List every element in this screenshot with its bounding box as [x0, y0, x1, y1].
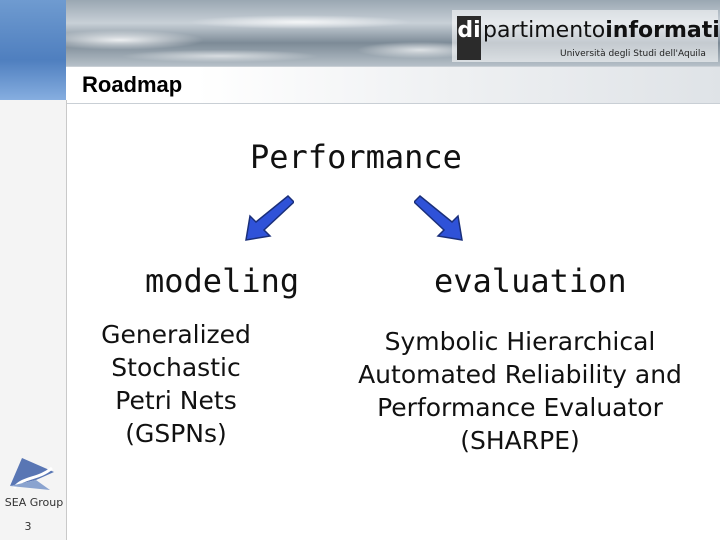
logo-wordmark-bold: informatica [605, 18, 720, 43]
desc-line: Generalized [101, 320, 251, 349]
page-number: 3 [24, 520, 32, 533]
sharpe-description: Symbolic Hierarchical Automated Reliabil… [340, 325, 700, 457]
logo-wordmark: partimentoinformatica [483, 16, 720, 46]
group-label: SEA Group [4, 496, 64, 509]
sea-group-logo-icon [10, 458, 54, 490]
slide-title: Roadmap [82, 72, 183, 97]
arrow-down-right-icon [414, 194, 463, 241]
desc-line: Petri Nets [115, 386, 237, 415]
desc-line: (SHARPE) [460, 426, 580, 455]
gspn-description: Generalized Stochastic Petri Nets (GSPNs… [88, 318, 264, 450]
modeling-label: modeling [145, 262, 300, 300]
title-bar [66, 66, 720, 104]
header-accent [0, 0, 66, 100]
logo-di-mark: di [457, 16, 481, 60]
logo-university: Università degli Studi dell'Aquila [560, 49, 706, 59]
desc-line: (GSPNs) [125, 419, 227, 448]
desc-line: Performance Evaluator [377, 393, 663, 422]
logo-wordmark-regular: partimento [483, 18, 606, 43]
performance-heading: Performance [250, 138, 462, 176]
arrow-down-left-icon [245, 194, 294, 241]
desc-line: Symbolic Hierarchical [384, 327, 656, 356]
desc-line: Stochastic [111, 353, 241, 382]
evaluation-label: evaluation [434, 262, 627, 300]
department-logo [452, 10, 718, 62]
desc-line: Automated Reliability and [358, 360, 682, 389]
